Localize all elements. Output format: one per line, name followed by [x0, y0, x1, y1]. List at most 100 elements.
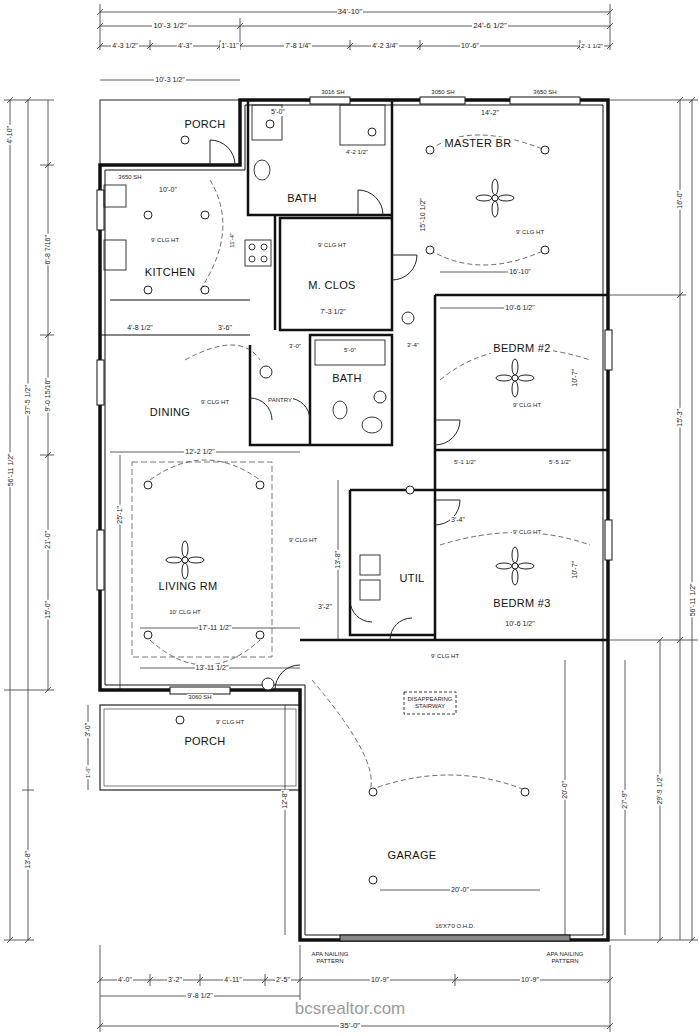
dimension-label: 10'-6 1/2" — [504, 304, 536, 312]
room-label: BEDRM #3 — [491, 597, 552, 610]
dimension-label: 56'-11 1/2" — [6, 453, 14, 488]
dimension-label: 9' CLG HT — [430, 653, 460, 660]
dimension-label: 2'-5" — [275, 976, 291, 984]
room-area: PORCH — [100, 100, 240, 165]
dimension-label: 4'-8 1/2" — [126, 324, 154, 332]
dimension-label: 17'-11 1/2" — [198, 624, 233, 632]
dimension-label: 9' CLG HT — [515, 229, 545, 236]
dimension-label: 37'-5 1/2" — [24, 384, 32, 416]
room-label: M. CLOS — [306, 279, 357, 292]
dimension-label: 5'-5 1/2" — [548, 459, 572, 466]
dimension-label: 9' CLG HT — [215, 719, 245, 726]
dimension-label: 7'-3 1/2" — [319, 308, 347, 316]
dimension-label: 16'-10" — [508, 268, 532, 276]
dimension-label: 9' CLG HT — [512, 402, 542, 409]
dimension-label: 3'-0" — [288, 343, 302, 350]
dimension-label: 5'-0" — [270, 108, 286, 116]
dimension-label: 3'-0" — [84, 722, 92, 738]
dimension-label: 10'-3 1/2" — [152, 22, 188, 31]
room-area: DINING — [100, 335, 310, 455]
dimension-label: 5'-1 1/2" — [453, 459, 477, 466]
dimension-label: 3050 SH — [430, 89, 455, 96]
dimension-label: 4'-10" — [6, 125, 14, 145]
dimension-label: 13'-8" — [334, 550, 342, 570]
dimension-label: 10' CLG HT — [168, 609, 202, 616]
dimension-label: 9' CLG HT — [288, 537, 318, 544]
door-swings — [210, 140, 460, 690]
room-area: PORCH — [100, 705, 300, 790]
dimension-label: 35'-0" — [339, 1022, 361, 1031]
dimension-label: 7'-8 1/4" — [284, 42, 312, 50]
dimension-label: 24'-6 1/2" — [472, 22, 508, 31]
dimension-label: 9' CLG HT — [150, 237, 180, 244]
dimension-label: 9'-0 15/16" — [44, 377, 52, 412]
room-area: KITCHEN — [100, 165, 275, 335]
dimension-label: 9' CLG HT — [512, 529, 542, 536]
dimension-label: 10'-0" — [158, 186, 178, 194]
dimension-label: 3060 SH — [187, 694, 212, 701]
dimension-label: 10'-9" — [520, 976, 540, 984]
room-label: PORCH — [182, 118, 227, 131]
dimension-label: 9'-8 1/2" — [186, 992, 214, 1000]
dimension-label: 13'-11 1/2" — [195, 664, 230, 672]
dimension-label: 29'-9 1/2" — [656, 774, 664, 806]
dimension-label: 15'-3" — [676, 408, 684, 428]
dimension-label: DISAPPEARING STAIRWAY — [405, 696, 455, 709]
dimension-label: 9' CLG HT — [200, 399, 230, 406]
dimension-label: 12'-8" — [281, 790, 289, 810]
dimension-label: 13'-8" — [24, 850, 32, 870]
wiring — [150, 135, 590, 790]
room-label: BATH — [330, 372, 364, 385]
dimension-label: 3'-6" — [217, 324, 233, 332]
room-area: UTIL — [350, 490, 435, 635]
dimension-label: 10'-6 1/2" — [504, 620, 536, 628]
room-label: DINING — [148, 406, 192, 419]
dimension-label: APA NAILING PATTERN — [542, 951, 588, 964]
room-area: BEDRM #2 — [435, 295, 608, 450]
dimension-label: 3'-2" — [317, 603, 333, 611]
room-label: BEDRM #2 — [491, 342, 552, 355]
dimension-label: 56'-11 1/2" — [688, 583, 696, 618]
dimension-label: 3'-4" — [450, 516, 466, 524]
dimension-label: 25'-1" — [116, 505, 124, 525]
dimension-label: 27'-9" — [621, 790, 629, 810]
dimension-label: 14'-2" — [480, 109, 500, 117]
dimension-label: 4'-0" — [117, 976, 133, 984]
window-marks — [97, 97, 612, 941]
dimension-label: 1'-11" — [220, 42, 239, 50]
walls — [100, 100, 608, 940]
ceiling-outline — [132, 462, 272, 657]
dimension-label: 16'X7'0 O.H.D. — [434, 923, 476, 930]
room-label: GARAGE — [386, 849, 439, 862]
dimension-label: 16'-0" — [676, 190, 684, 210]
dimension-label: 20'-0" — [450, 886, 470, 894]
dimension-label: 3'-4" — [406, 342, 420, 349]
dimension-label: 15'-10 1/2" — [419, 197, 427, 232]
dimension-label: 12'-2 1/2" — [184, 448, 216, 456]
dimension-label: 10'-6" — [460, 42, 480, 50]
dimension-label: 1'-6" — [85, 765, 92, 779]
room-area: LIVING RM — [100, 455, 350, 690]
light-fixtures — [144, 120, 549, 884]
dimension-label: 4'-3 1/2" — [111, 42, 139, 50]
dimension-label: 4'-11" — [223, 976, 242, 984]
dimension-label: 6'-8 7/16" — [44, 234, 52, 266]
dimension-label: 2'-1 1/2" — [580, 43, 604, 50]
room-label: PORCH — [182, 735, 227, 748]
dimension-label: 5'-0" — [343, 347, 357, 354]
room-area: BATH — [248, 100, 390, 215]
dimension-label: 10'-7" — [571, 368, 579, 388]
dimension-label: 34'-10" — [337, 8, 364, 17]
dimension-label: 4'-2 1/2" — [345, 149, 369, 156]
dimension-label: 3650 SH — [117, 174, 142, 181]
dimension-label: 9' CLG HT — [317, 242, 347, 249]
room-label: LIVING RM — [157, 580, 220, 593]
room-label: UTIL — [397, 572, 426, 585]
dimension-label: 21'-0" — [44, 530, 52, 550]
dimension-label: APA NAILING PATTERN — [307, 951, 353, 964]
room-area: BEDRM #3 — [435, 490, 608, 640]
dimension-label: 10'-9" — [370, 976, 390, 984]
dimension-label: 15'-0" — [44, 600, 52, 620]
